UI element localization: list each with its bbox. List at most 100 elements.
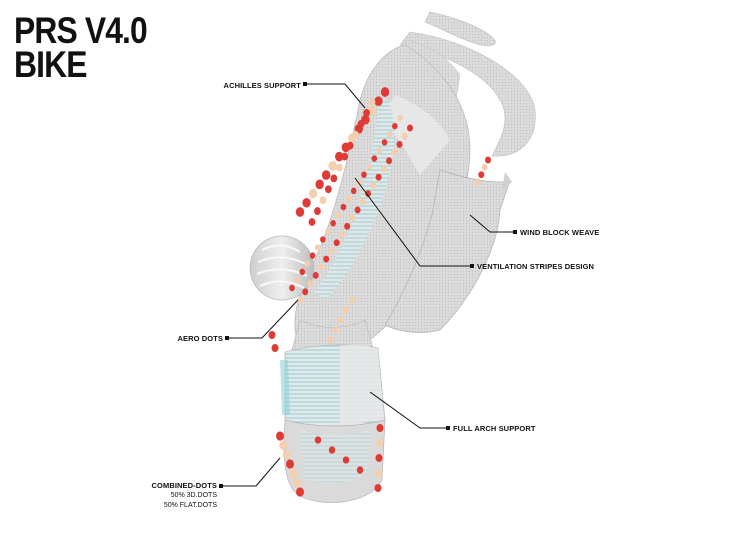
combined-dot — [314, 436, 322, 444]
label-aero-dots: AERO DOTS — [177, 334, 223, 343]
aero-dot — [354, 206, 361, 214]
aero-dot — [381, 139, 388, 146]
achilles-dot — [374, 96, 383, 107]
aero-dot — [333, 239, 340, 247]
achilles-dot — [335, 151, 344, 162]
title-line-2: BIKE — [14, 44, 87, 85]
combined-dot — [289, 468, 298, 478]
leader-wind — [469, 214, 515, 233]
aero-dot — [350, 187, 357, 195]
achilles-dot — [368, 98, 376, 106]
achilles-dot — [314, 207, 321, 216]
aero-dot — [294, 276, 300, 284]
label-combined-3d: 50% 3D.DOTS — [170, 492, 217, 499]
aero-dot — [317, 263, 324, 271]
label-combined-dots: COMBINED-DOTS — [151, 481, 217, 490]
achilles-dot — [315, 179, 324, 190]
aero-dot — [361, 171, 367, 178]
combined-dot — [276, 431, 284, 441]
achilles-dot — [346, 141, 354, 150]
combined-dot — [286, 459, 294, 469]
aero-dot — [370, 181, 377, 189]
achilles-dot — [341, 152, 349, 161]
combined-dot — [375, 453, 383, 463]
aero-dot — [299, 268, 306, 276]
aero-dot — [335, 211, 342, 219]
label-full-arch-support: FULL ARCH SUPPORT — [453, 424, 536, 433]
aero-dot — [312, 271, 319, 279]
ventilation-dot — [485, 156, 491, 164]
aero-dot — [396, 140, 403, 148]
aero-dot — [309, 252, 316, 259]
label-combined-flat: 50% FLAT.DOTS — [163, 502, 217, 509]
aero-dot — [376, 147, 383, 154]
achilles-dot — [335, 163, 343, 172]
aero-dot — [344, 222, 351, 230]
aero-dot — [391, 149, 398, 157]
leader-aero — [228, 299, 299, 339]
leader-combined — [221, 457, 281, 487]
ventilation-dot — [481, 163, 488, 171]
achilles-dot — [357, 119, 365, 128]
aero-dot — [332, 326, 339, 334]
achilles-dot — [308, 218, 316, 226]
aero-dot — [297, 296, 303, 304]
leader-ventilation — [354, 177, 472, 267]
combined-dot — [376, 423, 384, 433]
combined-dot — [328, 446, 336, 454]
aero-dot — [366, 163, 372, 170]
aero-dot — [392, 122, 398, 130]
achilles-dot — [363, 108, 370, 117]
leader-lines — [221, 83, 515, 487]
wind-block-panel — [384, 169, 512, 333]
aero-dot — [289, 284, 295, 292]
aero-dot — [345, 195, 352, 203]
aero-dot — [386, 157, 393, 165]
aero-dot — [325, 228, 331, 235]
aero-dot — [380, 165, 387, 173]
label-ventilation-stripes: VENTILATION STRIPES DESIGN — [477, 262, 595, 271]
achilles-dot — [308, 188, 318, 199]
leader-markers — [219, 82, 517, 488]
achilles-dot — [330, 174, 338, 183]
aero-dot — [307, 280, 314, 288]
aero-dot — [302, 288, 309, 296]
label-wind-block-weave: WIND BLOCK WEAVE — [520, 228, 600, 237]
combined-dot — [282, 450, 291, 460]
aero-dot — [314, 244, 321, 251]
aero-dot — [327, 336, 333, 344]
combined-dot — [296, 487, 304, 497]
aero-dot — [386, 130, 393, 138]
aero-dot — [371, 155, 378, 162]
arch-band — [280, 344, 386, 427]
combined-dot — [342, 456, 350, 464]
achilles-dot — [324, 185, 332, 194]
combined-dot — [375, 468, 382, 478]
aero-dot — [328, 247, 335, 255]
aero-dot — [343, 306, 350, 314]
leader-arch — [369, 391, 448, 429]
achilles-dot — [295, 207, 305, 217]
aero-dot — [338, 231, 345, 238]
aero-dot — [320, 236, 326, 243]
aero-dot — [340, 203, 347, 211]
title-line-1: PRS V4.0 — [14, 10, 148, 51]
aero-dot — [304, 260, 311, 267]
achilles-dot — [328, 161, 337, 171]
aero-dot — [268, 330, 276, 340]
aero-dot — [349, 296, 355, 304]
ventilation-dot — [475, 178, 481, 186]
achilles-dot — [302, 197, 311, 208]
dots-layer — [268, 87, 491, 497]
heel-dome — [249, 235, 315, 301]
aero-dot — [330, 220, 336, 227]
aero-dot — [271, 343, 279, 353]
aero-dot — [401, 132, 408, 140]
label-achilles-support: ACHILLES SUPPORT — [223, 81, 301, 90]
aero-dot — [365, 190, 372, 197]
combined-dot — [292, 478, 301, 488]
achilles-dot — [380, 87, 390, 97]
achilles-dot — [319, 196, 327, 205]
aero-dot — [407, 124, 413, 132]
combined-dot — [376, 438, 383, 448]
